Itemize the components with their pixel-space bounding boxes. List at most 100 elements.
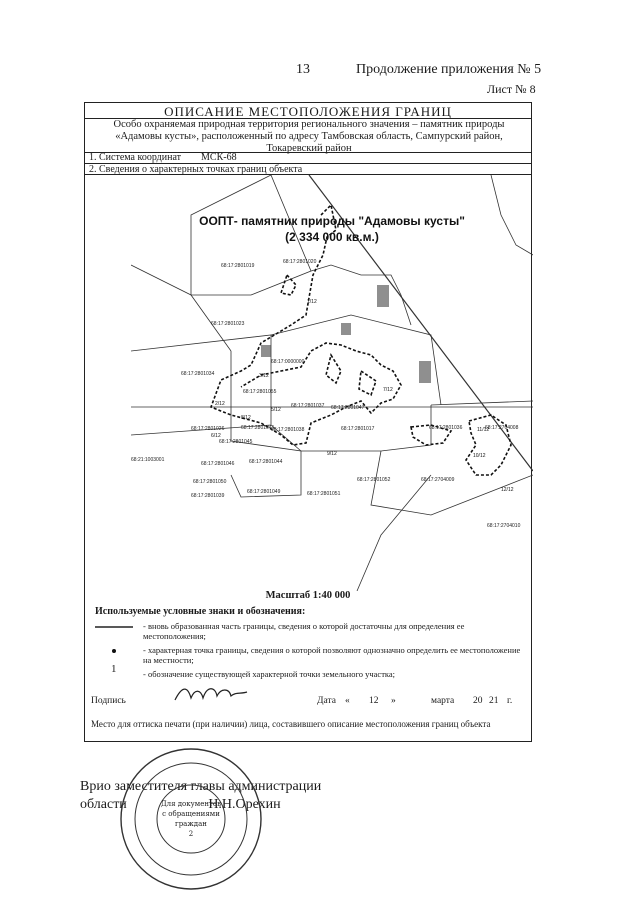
parcel-label: 68:17:2801036 xyxy=(429,425,463,431)
parcel-boundary xyxy=(370,450,533,516)
stamp-note: Место для оттиска печати (при наличии) л… xyxy=(91,719,491,729)
map-title-line1: ООПТ- памятник природы "Адамовы кусты" xyxy=(199,214,465,228)
legend-heading: Используемые условные знаки и обозначени… xyxy=(95,606,306,617)
official-seal: Для документов с обращениями граждан 2 xyxy=(120,748,262,890)
point-label: 6/12 xyxy=(211,433,221,439)
row1-divider xyxy=(85,163,531,164)
parcel-boundary xyxy=(131,334,272,436)
parcel-label: 68:17:2801041 xyxy=(241,425,275,431)
sheet-number: Лист № 8 xyxy=(487,82,536,96)
signature-label: Подпись xyxy=(91,696,126,706)
official-position-region: области Н.Н.Орехин xyxy=(80,797,281,812)
coordinate-system-row: 1. Система координат МСК-68 xyxy=(89,152,237,163)
parcel-boundary xyxy=(131,264,232,352)
seal-center-line: 2 xyxy=(189,830,193,838)
parcel-boundary xyxy=(270,314,442,406)
parcel-label: 68:17:2801045 xyxy=(219,439,253,445)
legend-existing-point-symbol: 1 xyxy=(111,663,117,675)
legend-symbols xyxy=(95,626,133,653)
protected-area-boundary xyxy=(465,414,512,476)
characteristic-points-row: 2. Сведения о характерных точках границ … xyxy=(89,164,303,175)
map-title-line2: (2 334 000 кв.м.) xyxy=(285,230,379,244)
parcel-label: 68:17:0000000 xyxy=(271,359,305,365)
seal-center-line: Для документов xyxy=(161,800,221,808)
legend-item: - вновь образованная часть границы, свед… xyxy=(143,621,465,641)
parcel-label: 68:17:2801019 xyxy=(221,263,255,269)
protected-area-boundary xyxy=(358,369,377,397)
point-label: 7/12 xyxy=(383,387,393,393)
parcel-label: 68:17:2801050 xyxy=(193,479,227,485)
parcel-boundary xyxy=(190,175,312,296)
date-label: Дата xyxy=(317,696,336,706)
coordinate-system-value: МСК-68 xyxy=(201,152,237,163)
river-line xyxy=(490,175,533,256)
point-label: 8/12 xyxy=(241,415,251,421)
parcel-boundary xyxy=(310,264,412,326)
parcel-label: 68:17:2801044 xyxy=(249,459,283,465)
legend-point-symbol xyxy=(112,649,116,653)
form-intro: Особо охраняемая природная территория ре… xyxy=(113,119,505,154)
parcel-label: 68:17:2704009 xyxy=(421,477,455,483)
protected-area-boundary xyxy=(410,424,453,446)
parcel-label: 68:17:2801049 xyxy=(247,489,281,495)
coordinate-system-label: 1. Система координат xyxy=(89,152,182,163)
parcel-label: 68:21:1003001 xyxy=(131,457,165,463)
protected-area-boundary xyxy=(279,273,297,296)
point-label: 2/12 xyxy=(215,401,225,407)
point-label: 10/12 xyxy=(473,453,486,459)
parcel-boundary xyxy=(430,400,533,406)
handwritten-signature xyxy=(174,688,248,701)
parcel-label: 68:17:2801039 xyxy=(191,493,225,499)
protected-area-boundary xyxy=(209,203,402,446)
parcel-label: 68:17:2704010 xyxy=(487,523,521,529)
point-label: 3/12 xyxy=(259,373,269,379)
parcel-label: 68:17:2704008 xyxy=(485,425,519,431)
seal-center-line: с обращениями xyxy=(162,810,220,818)
title-divider xyxy=(85,118,531,119)
point-label: 5/12 xyxy=(271,407,281,413)
parcel-label: 68:17:2801026 xyxy=(191,426,225,432)
parcel-boundary xyxy=(230,351,302,498)
point-label: 9/12 xyxy=(327,451,337,457)
parcel-boundary xyxy=(270,424,302,452)
stream-line xyxy=(356,474,432,591)
quote-open: « xyxy=(345,696,350,706)
legend-item: - характерная точка границы, сведения о … xyxy=(143,645,521,665)
official-name: Н.Н.Орехин xyxy=(208,797,281,812)
parcel-label: 68:17:2801046 xyxy=(201,461,235,467)
intro-divider xyxy=(85,152,531,153)
signature-row: Подпись Дата « 12 » марта 20 21 г. xyxy=(91,688,531,712)
boundary-description-form: ОПИСАНИЕ МЕСТОПОЛОЖЕНИЯ ГРАНИЦ Особо охр… xyxy=(84,102,533,742)
date-year-prefix: 20 xyxy=(473,696,483,706)
parcel-label: 68:17:2801055 xyxy=(243,389,277,395)
parcel-label: 68:17:2801037 xyxy=(291,403,325,409)
date-year-unit: г. xyxy=(507,696,513,706)
point-label: 12/12 xyxy=(501,487,514,493)
point-label: 1/12 xyxy=(307,299,317,305)
parcel-label: 68:17:2801047 xyxy=(331,405,365,411)
quote-close: » xyxy=(391,696,396,706)
parcel-label: 68:17:2801051 xyxy=(307,491,341,497)
protected-area-boundary xyxy=(325,352,342,385)
forest-symbols xyxy=(261,285,431,383)
page-number: 13 xyxy=(296,62,310,77)
seal-center-line: граждан xyxy=(175,820,207,828)
road-line xyxy=(308,175,533,472)
continuation-label: Продолжение приложения № 5 xyxy=(356,62,542,77)
parcel-label: 68:17:2801034 xyxy=(181,371,215,377)
parcel-label: 68:17:2801020 xyxy=(283,259,317,265)
row2-divider xyxy=(85,174,531,175)
date-year-suffix: 21 xyxy=(489,696,499,706)
legend-item: - обозначение существующей характерной т… xyxy=(143,669,396,679)
map-scale: Масштаб 1:40 000 xyxy=(265,590,351,601)
date-month: марта xyxy=(431,696,455,706)
cadastral-map-drawing: ООПТ- памятник природы "Адамовы кусты" (… xyxy=(131,175,533,591)
parcel-label: 68:17:2801052 xyxy=(357,477,391,483)
parcel-label: 68:17:2801038 xyxy=(271,427,305,433)
date-day: 12 xyxy=(369,696,379,706)
parcel-label: 68:17:2801017 xyxy=(341,426,375,432)
form-title: ОПИСАНИЕ МЕСТОПОЛОЖЕНИЯ ГРАНИЦ xyxy=(164,104,452,119)
parcel-label: 68:17:2801023 xyxy=(211,321,245,327)
cadastral-map: ООПТ- памятник природы "Адамовы кусты" (… xyxy=(131,175,533,591)
point-label: 11/12 xyxy=(477,427,489,433)
